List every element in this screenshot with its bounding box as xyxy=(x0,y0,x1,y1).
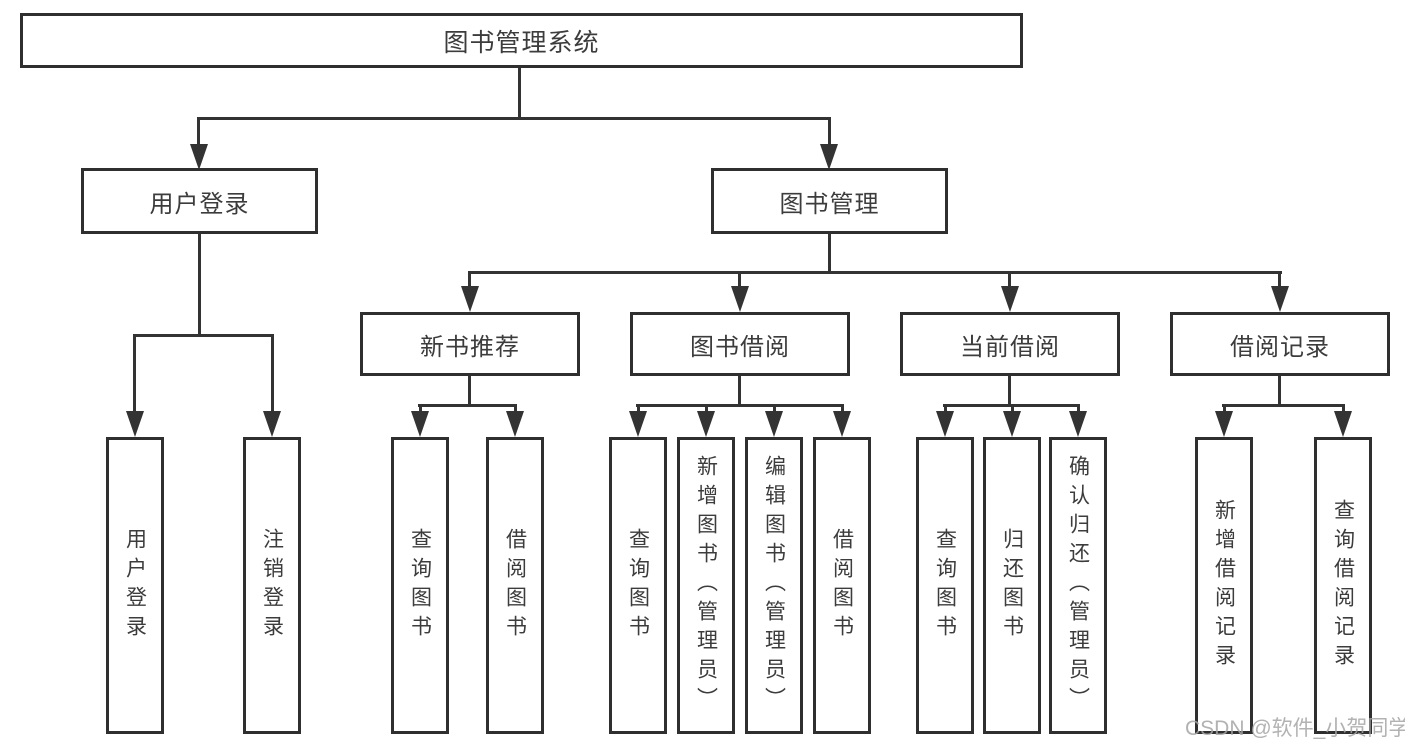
connector-drop-leaf xyxy=(1077,404,1080,414)
connector-drop-leaf xyxy=(705,404,708,414)
leaf-return-book: 归还图书 xyxy=(983,437,1041,734)
connector-user-login-hbar xyxy=(133,334,274,337)
connector-root-hbar xyxy=(197,117,831,120)
connector-book-borrow-stem xyxy=(738,374,741,407)
node-label: 当前借阅 xyxy=(960,333,1060,361)
leaf-query-book: 查询图书 xyxy=(391,437,449,734)
arrow-down-icon xyxy=(1069,411,1087,437)
connector-book-mgmt-hbar xyxy=(468,271,1282,274)
leaf-query-book: 查询图书 xyxy=(916,437,974,734)
node-label: 用户登录 xyxy=(123,527,147,644)
connector-user-login-stem xyxy=(198,232,201,337)
node-label: 借阅记录 xyxy=(1230,333,1330,361)
connector-book-borrow-hbar xyxy=(636,404,844,407)
connector-root-stem xyxy=(518,66,521,119)
connector-drop-group xyxy=(468,271,471,288)
connector-drop-group xyxy=(1278,271,1281,288)
leaf-query-borrow-record: 查询借阅记录 xyxy=(1314,437,1372,734)
arrow-down-icon xyxy=(1334,411,1352,437)
leaf-user-login: 用户登录 xyxy=(106,437,164,734)
connector-drop-group xyxy=(1008,271,1011,288)
connector-drop-leaf xyxy=(419,404,422,414)
arrow-down-icon xyxy=(629,411,647,437)
connector-drop-group xyxy=(738,271,741,288)
connector-borrow-record-hbar xyxy=(1222,404,1345,407)
connector-drop-leaf xyxy=(1011,404,1014,414)
node-book-borrow: 图书借阅 xyxy=(630,312,850,376)
connector-drop-leaf xyxy=(1223,404,1226,414)
arrow-down-icon xyxy=(833,411,851,437)
connector-drop-user-login xyxy=(197,117,200,147)
connector-drop-leaf xyxy=(841,404,844,414)
node-label: 新增图书（管理员） xyxy=(694,455,718,716)
node-user-login: 用户登录 xyxy=(81,168,318,234)
arrow-down-icon xyxy=(1001,286,1019,312)
arrow-down-icon xyxy=(820,144,838,170)
csdn-watermark: CSDN @软件_小贺同学 xyxy=(1185,717,1405,740)
arrow-down-icon xyxy=(1215,411,1233,437)
connector-new-book-stem xyxy=(468,374,471,407)
node-label: 新书推荐 xyxy=(420,333,520,361)
leaf-logout: 注销登录 xyxy=(243,437,301,734)
connector-drop-leaf xyxy=(1342,404,1345,414)
connector-new-book-hbar xyxy=(418,404,517,407)
arrow-down-icon xyxy=(697,411,715,437)
node-label: 查询图书 xyxy=(933,527,957,644)
arrow-down-icon xyxy=(461,286,479,312)
connector-drop-book-mgmt xyxy=(828,117,831,147)
node-label: 借阅图书 xyxy=(503,527,527,644)
node-borrow-record: 借阅记录 xyxy=(1170,312,1390,376)
node-label: 用户登录 xyxy=(149,190,250,218)
arrow-down-icon xyxy=(731,286,749,312)
node-label: 归还图书 xyxy=(1000,527,1024,644)
arrow-down-icon xyxy=(190,144,208,170)
node-label: 新增借阅记录 xyxy=(1212,498,1236,673)
node-label: 确认归还（管理员） xyxy=(1066,455,1090,716)
arrow-down-icon xyxy=(126,411,144,437)
leaf-confirm-return-admin: 确认归还（管理员） xyxy=(1049,437,1107,734)
node-root-system: 图书管理系统 xyxy=(20,13,1023,68)
connector-current-borrow-stem xyxy=(1008,374,1011,407)
connector-drop-leaf xyxy=(514,404,517,414)
node-label: 图书借阅 xyxy=(690,333,790,361)
leaf-add-book-admin: 新增图书（管理员） xyxy=(677,437,735,734)
connector-drop-leaf xyxy=(637,404,640,414)
arrow-down-icon xyxy=(1003,411,1021,437)
leaf-edit-book-admin: 编辑图书（管理员） xyxy=(745,437,803,734)
node-label: 编辑图书（管理员） xyxy=(762,455,786,716)
node-label: 查询图书 xyxy=(408,527,432,644)
leaf-borrow-book: 借阅图书 xyxy=(486,437,544,734)
connector-drop-leaf xyxy=(944,404,947,414)
arrow-down-icon xyxy=(936,411,954,437)
arrow-down-icon xyxy=(765,411,783,437)
connector-drop-leaf xyxy=(773,404,776,414)
node-current-borrow: 当前借阅 xyxy=(900,312,1120,376)
connector-borrow-record-stem xyxy=(1278,374,1281,407)
arrow-down-icon xyxy=(411,411,429,437)
leaf-query-book: 查询图书 xyxy=(609,437,667,734)
node-label: 图书管理系统 xyxy=(443,28,600,57)
node-book-management: 图书管理 xyxy=(711,168,948,234)
leaf-add-borrow-record: 新增借阅记录 xyxy=(1195,437,1253,734)
arrow-down-icon xyxy=(263,411,281,437)
arrow-down-icon xyxy=(1271,286,1289,312)
connector-book-mgmt-stem xyxy=(828,232,831,273)
node-label: 图书管理 xyxy=(779,190,880,218)
node-label: 查询图书 xyxy=(626,527,650,644)
arrow-down-icon xyxy=(506,411,524,437)
node-label: 借阅图书 xyxy=(830,527,854,644)
leaf-borrow-book: 借阅图书 xyxy=(813,437,871,734)
connector-drop-leaf xyxy=(133,334,136,413)
connector-drop-leaf xyxy=(271,334,274,413)
node-label: 查询借阅记录 xyxy=(1331,498,1355,673)
node-label: 注销登录 xyxy=(260,527,284,644)
node-new-book-recommend: 新书推荐 xyxy=(360,312,580,376)
